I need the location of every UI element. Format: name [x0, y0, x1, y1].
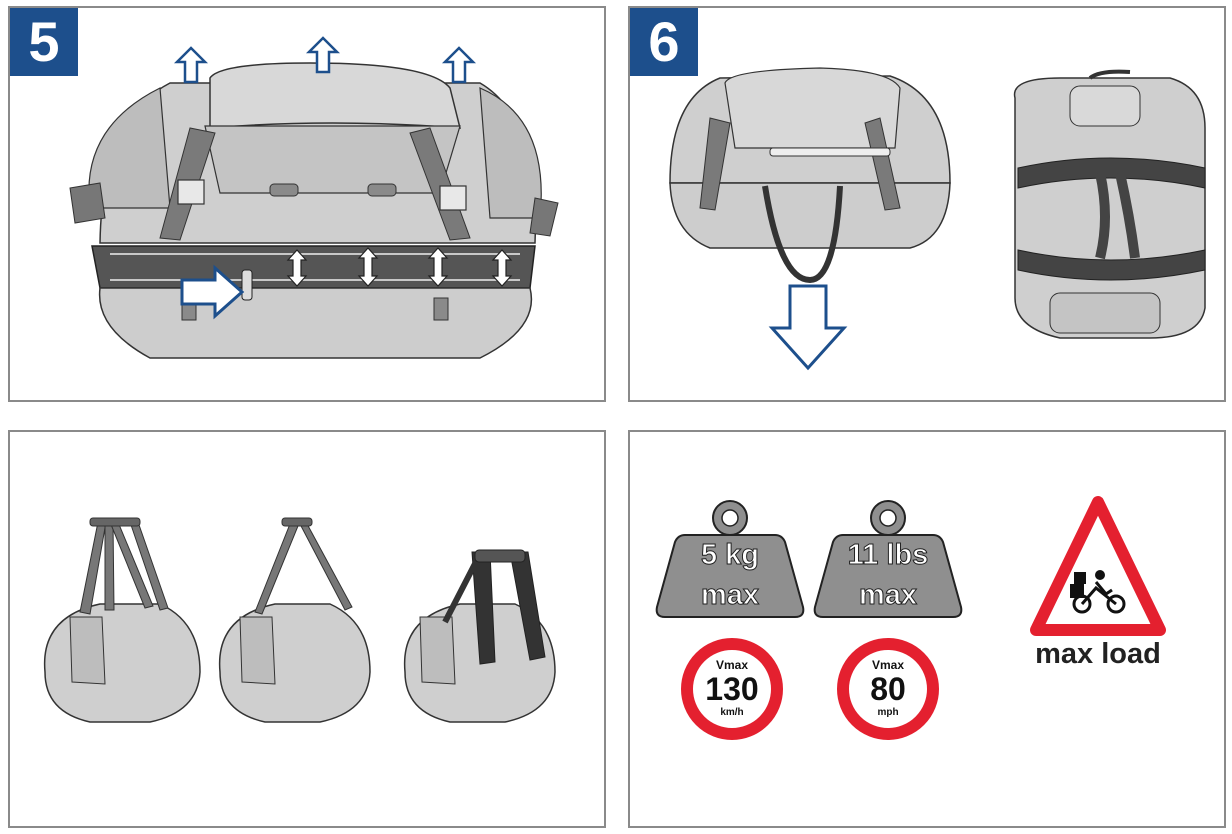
weight-metric-value: 5 kg	[701, 539, 759, 571]
speed-imperial-unit: mph	[877, 707, 898, 718]
carry-modes-illustration	[43, 517, 556, 723]
weight-metric-unit: max	[701, 579, 759, 611]
speed-imperial-label: Vmax	[872, 658, 904, 672]
bag-expansion-illustration	[69, 36, 559, 359]
weight-imperial-value: 11 lbs	[848, 539, 929, 571]
bag-shoulder-strap	[218, 517, 371, 723]
weight-imperial-icon: 11 lbs max	[813, 500, 963, 618]
weight-metric-icon: 5 kg max	[655, 500, 805, 618]
right-arrow-icon	[180, 264, 245, 320]
bag-backpack-straps	[403, 549, 556, 723]
bag-double-handle	[43, 517, 201, 723]
step-number-badge: 6	[630, 8, 698, 76]
carry-modes-panel	[8, 430, 606, 828]
speed-limit-imperial-sign: Vmax 80 mph	[837, 638, 939, 740]
speed-limit-metric-sign: Vmax 130 km/h	[681, 638, 783, 740]
step-number-badge: 5	[10, 8, 78, 76]
speed-metric-label: Vmax	[716, 658, 748, 672]
step-6-panel: 6	[628, 6, 1226, 402]
max-load-label: max load	[1035, 638, 1161, 670]
motorcycle-luggage-warning-icon	[1030, 496, 1166, 636]
expand-arrows	[286, 247, 513, 287]
limits-panel: 5 kg max 11 lbs max Vmax 130 km/h Vmax 8…	[628, 430, 1226, 828]
down-arrow-icon	[768, 284, 848, 371]
limits-signs: 5 kg max 11 lbs max Vmax 130 km/h Vmax 8…	[655, 496, 1166, 740]
bag-removal-illustration	[669, 67, 1206, 371]
step-5-panel: 5	[8, 6, 606, 402]
weight-imperial-unit: max	[859, 579, 917, 611]
speed-imperial-value: 80	[870, 671, 906, 707]
speed-metric-value: 130	[705, 671, 758, 707]
speed-metric-unit: km/h	[720, 707, 743, 718]
up-arrow-icon	[173, 36, 477, 84]
